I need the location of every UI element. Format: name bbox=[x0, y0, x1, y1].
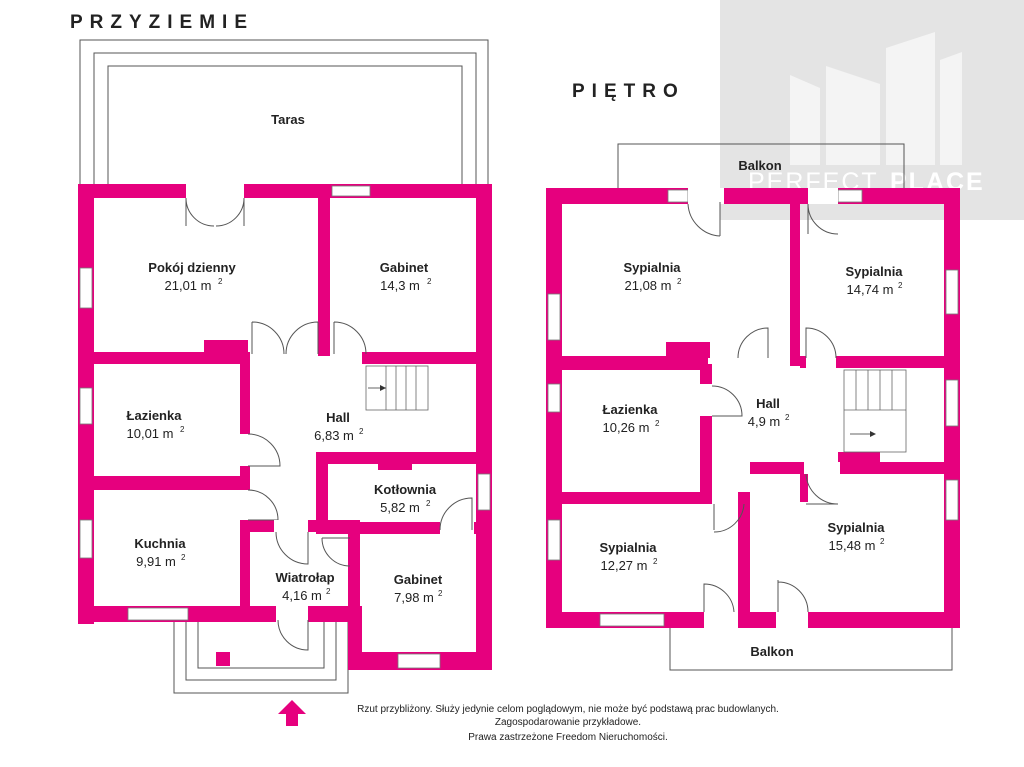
upper-doors bbox=[687, 188, 840, 628]
room-name-hall-upper: Hall bbox=[756, 396, 780, 411]
area-exponent: 2 bbox=[655, 419, 660, 428]
area-exponent: 2 bbox=[180, 425, 185, 434]
watermark-buildings-icon bbox=[790, 32, 962, 165]
room-name-gabinet-2: Gabinet bbox=[394, 572, 443, 587]
room-name-balkon-bottom: Balkon bbox=[750, 644, 793, 659]
room-area-kuchnia: 9,91 m bbox=[136, 554, 176, 569]
room-name-sypialnia-4: Sypialnia bbox=[827, 520, 885, 535]
stairs-icon bbox=[365, 365, 429, 411]
room-name-lazienka: Łazienka bbox=[127, 408, 183, 423]
ground-floor-title: PRZYZIEMIE bbox=[70, 12, 254, 33]
room-area-gabinet-1: 14,3 m bbox=[380, 278, 420, 293]
area-exponent: 2 bbox=[785, 413, 790, 422]
area-exponent: 2 bbox=[880, 537, 885, 546]
area-exponent: 2 bbox=[359, 427, 364, 436]
disclaimer-line-1: Rzut przybliżony. Służy jedynie celom po… bbox=[357, 704, 779, 715]
room-area-hall-upper: 4,9 m bbox=[748, 414, 781, 429]
upper-floor-title: PIĘTRO bbox=[572, 81, 685, 102]
ground-floor: Taras Pokój dzienny 21,01 m 2 Gabinet 14… bbox=[78, 39, 492, 726]
ground-doors bbox=[185, 184, 474, 651]
room-area-wiatrolap: 4,16 m bbox=[282, 588, 322, 603]
upper-windows bbox=[547, 189, 959, 627]
stairs-icon bbox=[843, 369, 907, 453]
room-name-kuchnia: Kuchnia bbox=[134, 536, 186, 551]
entrance-arrow-icon bbox=[278, 700, 306, 726]
room-area-sypialnia-2: 14,74 m bbox=[847, 282, 894, 297]
room-area-lazienka-upper: 10,26 m bbox=[603, 420, 650, 435]
room-area-gabinet-2: 7,98 m bbox=[394, 590, 434, 605]
disclaimer-line-3: Prawa zastrzeżone Freedom Nieruchomości. bbox=[468, 732, 668, 743]
disclaimer: Rzut przybliżony. Służy jedynie celom po… bbox=[357, 704, 779, 743]
area-exponent: 2 bbox=[898, 281, 903, 290]
room-name-sypialnia-1: Sypialnia bbox=[623, 260, 681, 275]
room-area-sypialnia-1: 21,08 m bbox=[625, 278, 672, 293]
upper-floor: Balkon Sypialnia 21,08 m 2 Sypialnia 14,… bbox=[546, 143, 960, 671]
room-name-taras: Taras bbox=[271, 112, 305, 127]
area-exponent: 2 bbox=[677, 277, 682, 286]
area-exponent: 2 bbox=[438, 589, 443, 598]
room-name-balkon-top: Balkon bbox=[738, 158, 781, 173]
area-exponent: 2 bbox=[427, 277, 432, 286]
room-area-lazienka: 10,01 m bbox=[127, 426, 174, 441]
room-name-sypialnia-2: Sypialnia bbox=[845, 264, 903, 279]
entrance-landing bbox=[173, 619, 349, 694]
area-exponent: 2 bbox=[218, 277, 223, 286]
room-name-pokoj-dzienny: Pokój dzienny bbox=[148, 260, 236, 275]
room-name-lazienka-upper: Łazienka bbox=[603, 402, 659, 417]
area-exponent: 2 bbox=[326, 587, 331, 596]
room-name-hall: Hall bbox=[326, 410, 350, 425]
area-exponent: 2 bbox=[426, 499, 431, 508]
disclaimer-line-2: Zagospodarowanie przykładowe. bbox=[495, 717, 641, 728]
room-name-gabinet-1: Gabinet bbox=[380, 260, 429, 275]
ground-windows bbox=[79, 185, 491, 669]
balcony-bottom-outline bbox=[669, 625, 953, 671]
room-name-wiatrolap: Wiatrołap bbox=[275, 570, 334, 585]
room-area-hall: 6,83 m bbox=[314, 428, 354, 443]
watermark: PERFECT PLACE bbox=[720, 0, 1024, 220]
area-exponent: 2 bbox=[653, 557, 658, 566]
room-area-sypialnia-4: 15,48 m bbox=[829, 538, 876, 553]
room-name-kotlownia: Kotłownia bbox=[374, 482, 437, 497]
area-exponent: 2 bbox=[181, 553, 186, 562]
room-area-pokoj-dzienny: 21,01 m bbox=[165, 278, 212, 293]
room-area-sypialnia-3: 12,27 m bbox=[601, 558, 648, 573]
room-area-kotlownia: 5,82 m bbox=[380, 500, 420, 515]
room-name-sypialnia-3: Sypialnia bbox=[599, 540, 657, 555]
landing-pillar bbox=[216, 652, 230, 666]
